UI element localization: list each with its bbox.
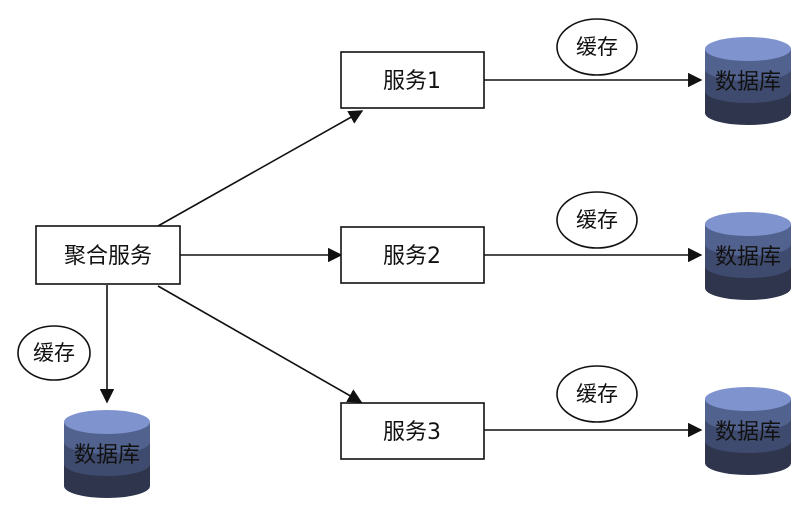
database-label-aggregate: 数据库 [74, 443, 140, 468]
service2-label: 服务2 [383, 244, 441, 269]
database-icon-aggregate: 数据库 [64, 410, 150, 498]
edges [99, 72, 703, 438]
aggregate-service-label: 聚合服务 [64, 244, 152, 269]
aggregate-service-box: 聚合服务 [35, 225, 181, 285]
service3-label: 服务3 [383, 420, 441, 445]
database-label-service3: 数据库 [715, 420, 781, 445]
service3-box: 服务3 [340, 402, 485, 460]
database-icon-service2: 数据库 [705, 212, 791, 300]
cache-label-service2: 缓存 [576, 208, 618, 232]
service1-box: 服务1 [340, 51, 485, 109]
database-icon-service3: 数据库 [705, 387, 791, 475]
cache-label-aggregate: 缓存 [33, 341, 75, 365]
cache-label-service1: 缓存 [576, 35, 618, 59]
cache-ellipse-aggregate: 缓存 [17, 325, 91, 381]
edge-aggregate-to-service3 [157, 285, 363, 403]
cache-ellipse-service1: 缓存 [556, 18, 638, 76]
database-label-service2: 数据库 [715, 245, 781, 270]
cache-ellipse-service3: 缓存 [556, 365, 638, 423]
database-label-service1: 数据库 [715, 70, 781, 95]
database-icon-service1: 数据库 [705, 37, 791, 125]
cache-label-service3: 缓存 [576, 382, 618, 406]
service2-box: 服务2 [340, 226, 485, 284]
service1-label: 服务1 [383, 69, 441, 94]
edge-aggregate-to-service1 [157, 110, 364, 227]
cache-ellipse-service2: 缓存 [556, 191, 638, 249]
